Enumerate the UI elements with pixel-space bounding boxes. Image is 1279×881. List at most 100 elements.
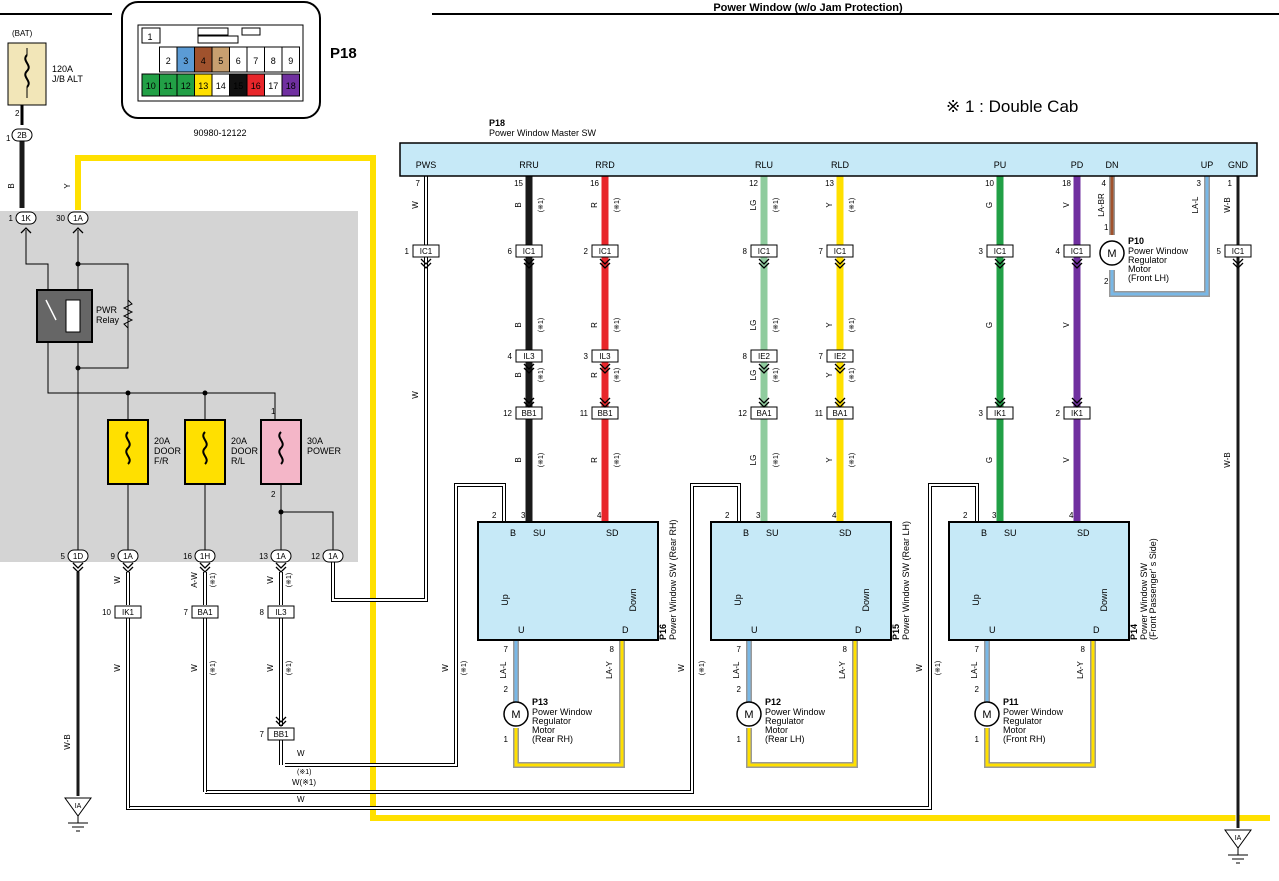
master-pin-number: 1 <box>1228 179 1233 188</box>
pin: 8 <box>1081 645 1086 654</box>
diagram-title: Power Window (w/o Jam Protection) <box>713 2 903 14</box>
connector-ba1-label: BA1 <box>756 409 772 418</box>
relay-resistor <box>122 299 134 329</box>
fuse-element <box>202 431 208 465</box>
switch-terminal-sd: SD <box>1077 528 1090 538</box>
pin: 2 <box>271 490 276 499</box>
connector-chevron <box>994 401 1006 408</box>
junction-dot <box>202 390 208 396</box>
connector-chevron <box>199 562 211 569</box>
connector-ic1-pin: 3 <box>979 247 984 256</box>
connector-1a-12 <box>322 549 344 563</box>
switch-terminal-su: SU <box>1004 528 1017 538</box>
connector-chevron <box>523 401 535 408</box>
cell-top <box>281 46 300 73</box>
connector-1a-12-label: 1A <box>328 552 338 561</box>
connector-chevron <box>758 262 770 269</box>
connector-ie2 <box>750 349 778 363</box>
pin: 1 <box>975 735 980 744</box>
connector-chevron <box>1232 258 1244 265</box>
master-pin-label: RRU <box>519 160 539 170</box>
wire-color-label: W <box>113 664 122 672</box>
fuse-label: DOOR <box>231 446 259 456</box>
wire-color-label: LA-L <box>970 661 979 678</box>
pin: 1 <box>1104 223 1109 232</box>
wire-relay-loop <box>78 263 129 369</box>
wire-note-label: (※1) <box>538 198 545 212</box>
connector-ic1 <box>826 244 854 258</box>
motor-p11-symbol <box>974 701 1000 727</box>
master-switch-name: Power Window Master SW <box>489 128 597 138</box>
pin: 3 <box>756 511 761 520</box>
wire-color-label: LG <box>749 370 758 381</box>
motor-p10-label: Motor <box>1128 264 1151 274</box>
switch-terminal-u: U <box>989 625 996 635</box>
fuse-element <box>125 431 131 465</box>
connector-ic1-label: IC1 <box>834 247 847 256</box>
pin: 7 <box>504 645 509 654</box>
connector-chevron <box>599 397 611 404</box>
connector-chevron <box>758 401 770 408</box>
fuse-label: POWER <box>307 446 342 456</box>
pin: 2 <box>737 685 742 694</box>
ground-right-label: IA <box>1235 835 1242 842</box>
motor-p13-label: Power Window <box>532 707 593 717</box>
connector-1d-label: 1D <box>73 552 83 561</box>
connector-1a-9-label: 1A <box>123 552 133 561</box>
connector-bb1-left <box>267 727 295 741</box>
cell-bottom-num: 16 <box>251 81 261 91</box>
connector-ic1-pin: 7 <box>819 247 824 256</box>
fuse-label: F/R <box>154 456 169 466</box>
motor-p11-label: Power Window <box>1003 707 1064 717</box>
pin: 2 <box>975 685 980 694</box>
switch-id: P14 <box>1129 624 1139 640</box>
connector-ik1-label: IK1 <box>994 409 1007 418</box>
switch-id: P16 <box>658 624 668 640</box>
door-switch-body <box>477 521 659 641</box>
motor-p12-label: Power Window <box>765 707 826 717</box>
connector-1a-30-pin: 30 <box>56 214 65 223</box>
connector-chevron <box>523 262 535 269</box>
connector-1a-13-label: 1A <box>276 552 286 561</box>
wire-color-label: W <box>297 749 305 758</box>
pin: 4 <box>832 511 837 520</box>
wire-color-label: W(※1) <box>292 778 316 787</box>
wire-note-label: (※1) <box>297 769 311 776</box>
connector-ik1-left-pin: 10 <box>102 608 111 617</box>
fuse-amp: 20A <box>231 436 247 446</box>
junction-dot <box>75 261 81 267</box>
fuse-120a-name: J/B ALT <box>52 74 83 84</box>
master-pin-label: PD <box>1071 160 1084 170</box>
connector-1k-label: 1K <box>21 214 31 223</box>
wire-note-label: (※1) <box>614 453 621 467</box>
connector-ik1-label: IK1 <box>1071 409 1084 418</box>
motor-p13-id: P13 <box>532 697 548 707</box>
switch-up-label: Up <box>733 594 743 606</box>
connector-chevron <box>199 566 211 573</box>
wire-note-label: (※1) <box>849 368 856 382</box>
connector-ik1-left-label: IK1 <box>122 608 135 617</box>
connector-bb1-label: BB1 <box>597 409 613 418</box>
connector-chevron <box>758 367 770 374</box>
connector-1a-9 <box>117 549 139 563</box>
motor-p13-m: M <box>511 709 520 721</box>
connector-chevron <box>599 363 611 370</box>
wire-note-label: (※1) <box>286 573 293 587</box>
wire-color-label: Y <box>825 457 834 463</box>
connector-chevron <box>599 258 611 265</box>
fuse-0 <box>107 419 149 485</box>
wire-color-label: R <box>590 372 599 378</box>
wire-motor-down-core <box>747 640 857 767</box>
connector-1h-pin: 16 <box>183 552 192 561</box>
pin: 7 <box>737 645 742 654</box>
wire-color-label: V <box>1062 202 1071 208</box>
switch-terminal-su: SU <box>766 528 779 538</box>
wire-note-label: (※1) <box>773 198 780 212</box>
connector-chevron <box>834 397 846 404</box>
motor-p10-label: (Front LH) <box>1128 273 1169 283</box>
connector-ic1 <box>515 244 543 258</box>
wire-color-label: LA-L <box>732 661 741 678</box>
switch-terminal-d: D <box>622 625 629 635</box>
